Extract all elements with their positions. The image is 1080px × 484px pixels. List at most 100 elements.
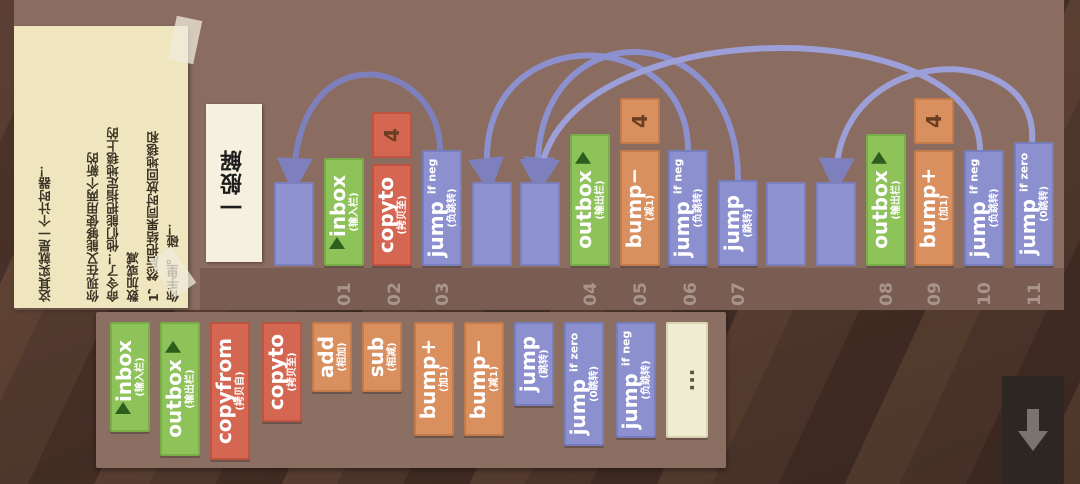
command-sublabel: (跳转) xyxy=(743,208,754,238)
inbox-arrow-icon xyxy=(115,402,131,415)
line-number: 07 xyxy=(729,282,749,306)
command-sublabel: (输出栏) xyxy=(595,180,606,220)
note-line: 这其实就是一个计时器！ xyxy=(38,164,53,303)
palette-add[interactable]: add(相加) xyxy=(312,322,352,392)
palette-copyfrom[interactable]: copyfrom(拷贝自) xyxy=(210,322,250,460)
palette-sublabel: (跳转) xyxy=(539,349,550,379)
palette-bump-plus[interactable]: bump+(加1) xyxy=(414,322,454,436)
solution-title-banner[interactable]: 一般解 xyxy=(206,104,262,262)
program-command-bump-plus[interactable]: bump+(加1) xyxy=(914,150,954,266)
note-line: 你现在又能够使用两个新的 xyxy=(86,152,101,302)
palette-jump[interactable]: jump(跳转) xyxy=(514,322,554,406)
palette-sublabel: (相减) xyxy=(387,342,398,372)
palette-label: sub xyxy=(364,336,388,378)
palette-inbox[interactable]: inbox(输入栏) xyxy=(110,322,150,432)
palette-condition: if neg xyxy=(619,330,633,367)
palette-sublabel: (输出栏) xyxy=(185,369,196,409)
outbox-arrow-icon xyxy=(165,340,181,353)
jump-target-slot[interactable] xyxy=(520,182,560,266)
palette-jump-if-neg[interactable]: jump if neg (负跳转) xyxy=(616,322,656,438)
palette-label: copyfrom xyxy=(212,337,236,445)
command-label: outbox xyxy=(572,170,596,249)
palette-sublabel: (负跳转) xyxy=(641,360,652,400)
command-sublabel: (输入栏) xyxy=(349,192,360,232)
jump-target-slot[interactable] xyxy=(766,182,806,266)
inbox-arrow-icon xyxy=(329,237,345,250)
palette-sublabel: (输入栏) xyxy=(135,357,146,397)
palette-bump-minus[interactable]: bump−(减1) xyxy=(464,322,504,436)
command-sublabel: (负跳转) xyxy=(693,188,704,228)
program-command-jump-if-neg[interactable]: jump if neg(负跳转) xyxy=(964,150,1004,266)
program-command-inbox[interactable]: inbox(输入栏) xyxy=(324,158,364,266)
outbox-arrow-icon xyxy=(871,151,887,164)
command-condition: if zero xyxy=(1017,152,1031,193)
command-condition: if neg xyxy=(671,158,685,195)
command-label: jump xyxy=(424,201,448,258)
palette-label: jump xyxy=(618,373,642,430)
palette-sub[interactable]: sub(相减) xyxy=(362,322,402,392)
palette-condition: if zero xyxy=(567,332,581,373)
command-label: inbox xyxy=(326,174,350,238)
jump-target-slot[interactable] xyxy=(472,182,512,266)
command-label: bump− xyxy=(622,167,646,249)
command-sublabel: (0跳转) xyxy=(1039,185,1050,223)
palette-label: jump xyxy=(566,378,590,436)
program-command-bump-minus[interactable]: bump−(减1) xyxy=(620,150,660,266)
operand-value: 4 xyxy=(627,114,652,128)
palette-sublabel: (0跳转) xyxy=(589,365,600,403)
palette-label: bump+ xyxy=(416,338,440,420)
program-command-jump-if-zero[interactable]: jump if zero (0跳转) xyxy=(1014,142,1054,266)
palette-sublabel: (加1) xyxy=(439,365,450,393)
program-command-outbox[interactable]: outbox (输出栏) xyxy=(570,134,610,266)
command-sublabel: (负跳转) xyxy=(989,188,1000,228)
palette-sublabel: (拷贝至) xyxy=(287,352,298,392)
operand-value: 4 xyxy=(379,128,404,142)
palette-sublabel: (减1) xyxy=(489,365,500,393)
note-line: 数加或减 xyxy=(126,252,141,302)
command-label: jump xyxy=(720,194,744,252)
command-sublabel: (输出栏) xyxy=(891,180,902,220)
bump-minus-operand[interactable]: 4 xyxy=(620,98,660,144)
command-sublabel: (减1) xyxy=(645,194,656,222)
operand-value: 4 xyxy=(921,114,946,128)
jump-target-slot[interactable] xyxy=(816,182,856,266)
program-command-outbox[interactable]: outbox (输出栏) xyxy=(866,134,906,266)
palette-more-button[interactable]: ... xyxy=(666,322,708,438)
line-number: 11 xyxy=(1025,282,1045,306)
bump-plus-operand[interactable]: 4 xyxy=(914,98,954,144)
program-command-jump-if-neg[interactable]: jump if neg(负跳转) xyxy=(668,150,708,266)
palette-label: outbox xyxy=(162,359,186,438)
command-label: bump+ xyxy=(916,167,940,249)
palette-label: copyto xyxy=(264,333,288,411)
note-line: 命令了！他们能把指定地毯上的 xyxy=(106,127,121,302)
program-command-jump[interactable]: jump(跳转) xyxy=(718,180,758,266)
jump-target-slot[interactable] xyxy=(274,182,314,266)
line-number: 05 xyxy=(631,282,651,306)
palette-label: jump xyxy=(516,335,540,393)
more-icon: ... xyxy=(675,368,699,392)
copyto-operand[interactable]: 4 xyxy=(372,112,412,158)
palette-sublabel: (相加) xyxy=(337,342,348,372)
solution-title: 一般解 xyxy=(221,148,246,218)
palette-jump-if-zero[interactable]: jump if zero (0跳转) xyxy=(564,322,604,446)
program-command-jump-if-neg[interactable]: jump if neg(负跳转) xyxy=(422,150,462,266)
command-label: outbox xyxy=(868,170,892,249)
command-sublabel: (负跳转) xyxy=(447,188,458,228)
palette-label: add xyxy=(314,335,338,379)
line-number: 02 xyxy=(385,282,405,306)
palette-outbox[interactable]: outbox (输出栏) xyxy=(160,322,200,456)
line-number: 08 xyxy=(877,282,897,306)
outbox-arrow-icon xyxy=(575,151,591,164)
scroll-down-button[interactable] xyxy=(1002,376,1064,484)
command-label: copyto xyxy=(374,176,398,254)
command-label: jump xyxy=(1016,198,1040,256)
command-sublabel: (加1) xyxy=(939,194,950,222)
palette-label: inbox xyxy=(112,339,136,403)
palette-label: bump− xyxy=(466,338,490,420)
down-arrow-icon xyxy=(1018,409,1048,451)
line-number: 10 xyxy=(975,282,995,306)
palette-copyto[interactable]: copyto(拷贝至) xyxy=(262,322,302,422)
program-command-copyto[interactable]: copyto(拷贝至) xyxy=(372,164,412,266)
line-number: 01 xyxy=(335,282,355,306)
palette-sublabel: (拷贝自) xyxy=(235,371,246,411)
